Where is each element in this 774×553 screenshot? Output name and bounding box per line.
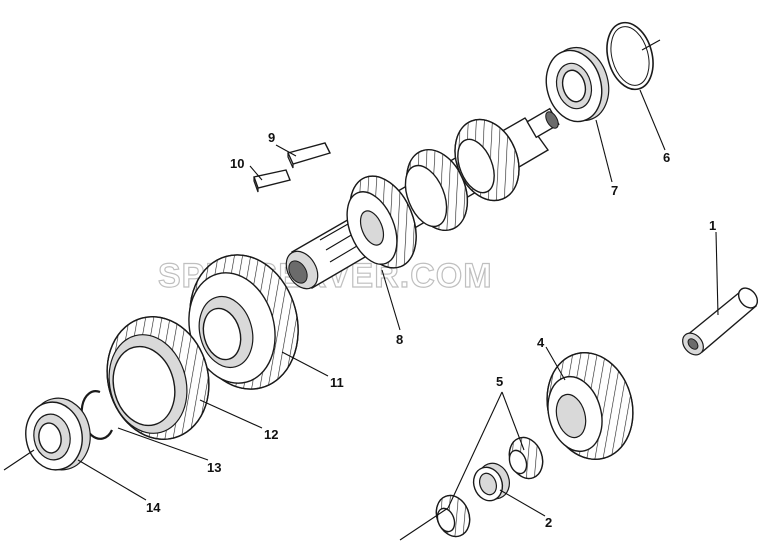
needle-bearing-part-5-lower: [435, 494, 471, 538]
callout-label-6: 6: [663, 150, 670, 165]
callout-label-5: 5: [496, 374, 503, 389]
bearing-part-14: [25, 397, 91, 471]
callout-label-7: 7: [611, 183, 618, 198]
leader-lines: [3, 39, 719, 541]
callout-label-10: 10: [230, 156, 244, 171]
callout-labels: 1 2 4 5 6 7 8 9 10 11 12 13 14: [146, 130, 716, 530]
callout-label-8: 8: [396, 332, 403, 347]
key-part-10: [253, 169, 291, 193]
key-part-9: [287, 142, 331, 169]
needle-bearing-part-5-upper: [508, 436, 544, 480]
callout-label-9: 9: [268, 130, 275, 145]
callout-label-2: 2: [545, 515, 552, 530]
gear-part-4: [546, 352, 634, 460]
callout-label-13: 13: [207, 460, 221, 475]
gear-part-12: [106, 316, 210, 440]
spacer-part-2: [472, 462, 510, 502]
bearing-part-7: [545, 46, 610, 123]
callout-label-4: 4: [537, 335, 545, 350]
snap-ring-part-6: [606, 21, 654, 91]
gear-part-11: [188, 254, 299, 390]
callout-label-1: 1: [709, 218, 716, 233]
callout-label-11: 11: [330, 375, 344, 390]
pin-part-1: [682, 287, 759, 356]
callout-label-12: 12: [264, 427, 278, 442]
mainshaft-part-8: [285, 107, 560, 290]
callout-label-14: 14: [146, 500, 161, 515]
